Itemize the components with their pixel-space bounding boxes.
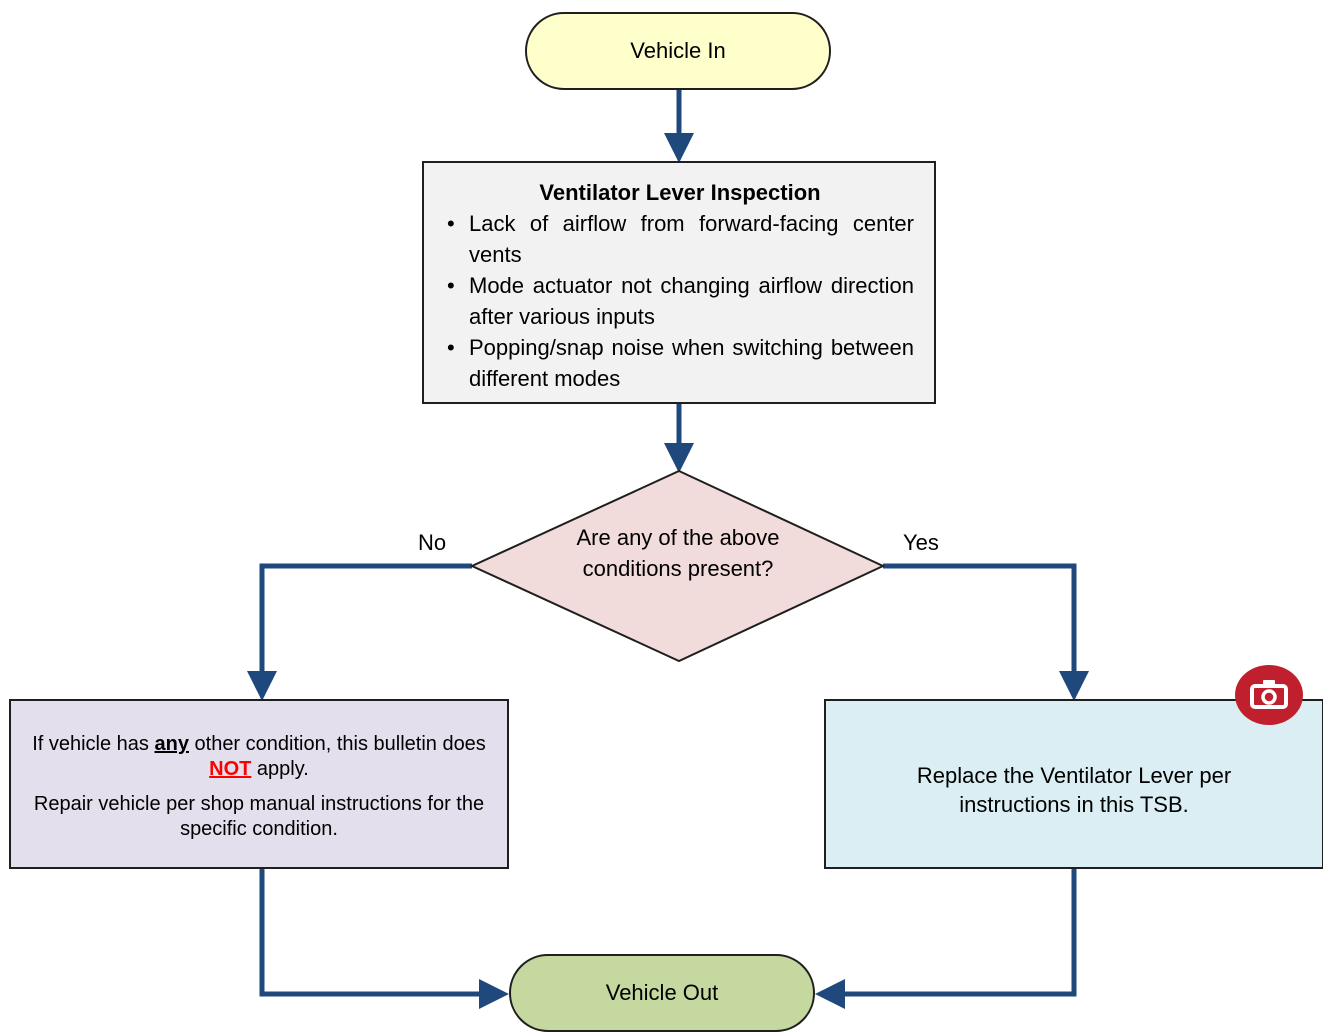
inspection-bullet: Lack of airflow from forward-facing cent… bbox=[446, 208, 914, 270]
start-terminal: Vehicle In bbox=[525, 12, 831, 90]
inspection-bullet: Mode actuator not changing airflow direc… bbox=[446, 270, 914, 332]
no-branch-instruction: Repair vehicle per shop manual instructi… bbox=[33, 793, 485, 840]
connector-decision-no bbox=[247, 563, 472, 701]
inspection-bullet: Popping/snap noise when switching betwee… bbox=[446, 332, 914, 394]
decision-question: Are any of the above conditions present? bbox=[576, 525, 780, 581]
emphasis-not: NOT bbox=[209, 758, 252, 780]
end-terminal: Vehicle Out bbox=[509, 954, 815, 1032]
inspection-title: Ventilator Lever Inspection bbox=[539, 180, 821, 205]
yes-branch-box: Replace the Ventilator Lever per instruc… bbox=[824, 699, 1323, 869]
inspection-box: Ventilator Lever Inspection Lack of airf… bbox=[422, 161, 936, 404]
camera-icon bbox=[1235, 665, 1303, 725]
connector-yes-to-end bbox=[815, 869, 1077, 1009]
start-label: Vehicle In bbox=[630, 38, 726, 63]
no-branch-box: If vehicle has any other condition, this… bbox=[9, 699, 509, 869]
emphasis-any: any bbox=[154, 733, 189, 755]
no-branch-notice: If vehicle has any other condition, this… bbox=[11, 732, 507, 782]
yes-branch-label: Yes bbox=[903, 530, 939, 555]
connector-decision-yes bbox=[883, 563, 1089, 701]
yes-branch-instruction: Replace the Ventilator Lever per instruc… bbox=[916, 763, 1232, 817]
notice-text: If vehicle has bbox=[32, 733, 155, 755]
connector-no-to-end bbox=[259, 869, 509, 1009]
notice-text: other condition, this bulletin does bbox=[188, 733, 486, 755]
notice-text: apply. bbox=[251, 758, 309, 780]
end-label: Vehicle Out bbox=[605, 980, 719, 1005]
inspection-bullet-list: Lack of airflow from forward-facing cent… bbox=[446, 208, 914, 394]
no-branch-label: No bbox=[418, 530, 447, 555]
decision-diamond bbox=[469, 469, 886, 663]
